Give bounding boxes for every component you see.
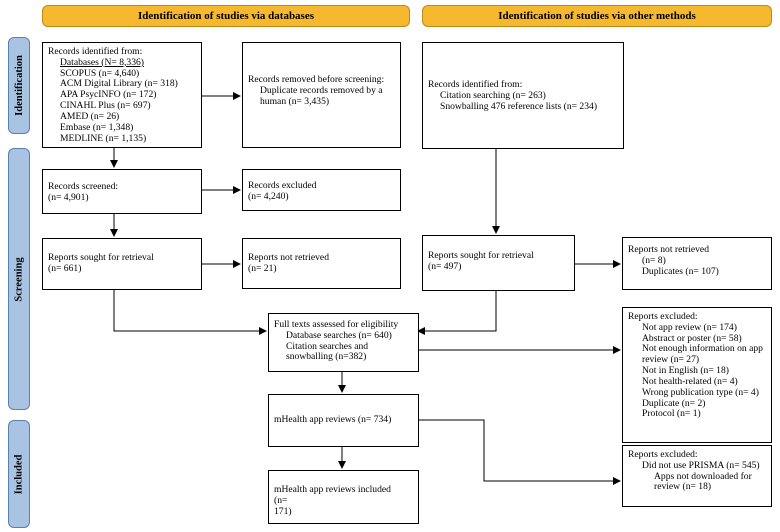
full-texts-line-1: Database searches (n= 640) xyxy=(286,329,392,341)
other-not-retrieved-label: Reports not retrieved xyxy=(628,244,709,255)
phase-included: Included xyxy=(8,420,30,528)
records-excluded-box: Records excluded (n= 4,240) xyxy=(242,169,401,211)
records-screened-value: (n= 4,901) xyxy=(48,191,89,203)
reports-excluded-2-line-3: review (n= 18) xyxy=(654,481,712,493)
excluded-reason-item: Duplicate (n= 2) xyxy=(642,397,706,409)
excluded-reason-item: Not health-related (n= 4) xyxy=(642,375,738,387)
phase-identification: Identification xyxy=(8,37,30,134)
phase-screening: Screening xyxy=(8,148,30,410)
mhealth-reviews-box: mHealth app reviews (n= 734) xyxy=(268,394,419,447)
reports-excluded-1-label: Reports excluded: xyxy=(628,311,698,322)
arrow-other-sought-to-fulltexts xyxy=(417,291,497,335)
db-identified-heading: Records identified from: xyxy=(48,46,143,57)
reports-excluded-box-2: Reports excluded: Did not use PRISMA (n=… xyxy=(622,445,772,507)
db-source-item: MEDLINE (n= 1,135) xyxy=(60,132,147,144)
removed-line-3: human (n= 3,435) xyxy=(260,95,330,107)
full-texts-line-2: Citation searches and xyxy=(286,340,369,352)
db-source-item: ACM Digital Library (n= 318) xyxy=(60,78,178,90)
reports-excluded-2-label: Reports excluded: xyxy=(628,449,698,460)
records-screened-box: Records screened: (n= 4,901) xyxy=(42,169,202,214)
other-sought-value: (n= 497) xyxy=(428,260,462,272)
excluded-reason-item: Not in English (n= 18) xyxy=(642,365,729,377)
reports-excluded-box-1: Reports excluded: Not app review (n= 174… xyxy=(622,307,772,443)
db-source-item: CINAHL Plus (n= 697) xyxy=(60,100,151,112)
other-identified-heading: Records identified from: xyxy=(428,79,523,90)
other-identified-line-2: Snowballing 476 reference lists (n= 234) xyxy=(440,100,598,112)
db-not-retrieved-label: Reports not retrieved xyxy=(248,252,329,263)
records-excluded-value: (n= 4,240) xyxy=(248,190,289,202)
other-records-identified-box: Records identified from: Citation search… xyxy=(422,42,624,149)
excluded-reason-item: Not enough information on app xyxy=(642,343,763,355)
reports-excluded-2-line-2: Apps not downloaded for xyxy=(654,470,752,482)
excluded-reason-item: review (n= 27) xyxy=(642,354,700,366)
excluded-reason-item: Wrong publication type (n= 4) xyxy=(642,386,759,398)
full-texts-box: Full texts assessed for eligibility Data… xyxy=(268,313,419,372)
arrow-db-sought-to-fulltexts xyxy=(113,290,267,335)
db-source-item: AMED (n= 26) xyxy=(60,110,120,122)
excluded-reason-item: Protocol (n= 1) xyxy=(642,408,701,420)
db-sought-label: Reports sought for retrieval xyxy=(48,252,154,263)
db-identified-total: Databases (N= 8,336) xyxy=(60,56,145,68)
mhealth-included-value-2: 171) xyxy=(274,505,292,517)
header-other-methods: Identification of studies via other meth… xyxy=(422,5,772,27)
records-screened-label: Records screened: xyxy=(48,181,119,192)
other-identified-line-1: Citation searching (n= 263) xyxy=(440,89,546,101)
other-not-retrieved-line-2: Duplicates (n= 107) xyxy=(642,265,719,277)
other-reports-sought-box: Reports sought for retrieval (n= 497) xyxy=(422,235,575,291)
records-excluded-label: Records excluded xyxy=(248,180,317,191)
mhealth-included-label: mHealth app reviews included xyxy=(274,484,391,495)
mhealth-included-value: (n= xyxy=(274,494,288,506)
mhealth-reviews-label: mHealth app reviews (n= 734) xyxy=(274,414,392,425)
full-texts-label: Full texts assessed for eligibility xyxy=(274,319,399,330)
excluded-reason-item: Abstract or poster (n= 58) xyxy=(642,332,742,344)
db-source-item: APA PsycINFO (n= 172) xyxy=(60,89,157,101)
db-not-retrieved-value: (n= 21) xyxy=(248,262,277,274)
db-sought-value: (n= 661) xyxy=(48,262,82,274)
arrow-mhealth-to-excluded xyxy=(419,419,621,485)
db-records-identified-box: Records identified from: Databases (N= 8… xyxy=(42,42,202,148)
db-reports-sought-box: Reports sought for retrieval (n= 661) xyxy=(42,238,202,290)
db-source-item: SCOPUS (n= 4,640) xyxy=(60,67,140,79)
reports-excluded-2-line-1: Did not use PRISMA (n= 545) xyxy=(642,459,760,471)
header-databases: Identification of studies via databases xyxy=(42,5,410,27)
removed-line-1: Records removed before screening: xyxy=(248,74,385,85)
other-reports-not-retrieved-box: Reports not retrieved (n= 8) Duplicates … xyxy=(622,237,772,290)
db-source-item: Embase (n= 1,348) xyxy=(60,121,134,133)
other-sought-label: Reports sought for retrieval xyxy=(428,250,534,261)
db-reports-not-retrieved-box: Reports not retrieved (n= 21) xyxy=(242,238,401,289)
excluded-reason-item: Not app review (n= 174) xyxy=(642,321,737,333)
other-not-retrieved-line-1: (n= 8) xyxy=(642,254,666,266)
full-texts-line-3: snowballing (n=382) xyxy=(286,351,367,363)
mhealth-included-box: mHealth app reviews included (n= 171) xyxy=(268,470,419,524)
records-removed-box: Records removed before screening: Duplic… xyxy=(242,42,401,148)
removed-line-2: Duplicate records removed by a xyxy=(260,84,383,96)
